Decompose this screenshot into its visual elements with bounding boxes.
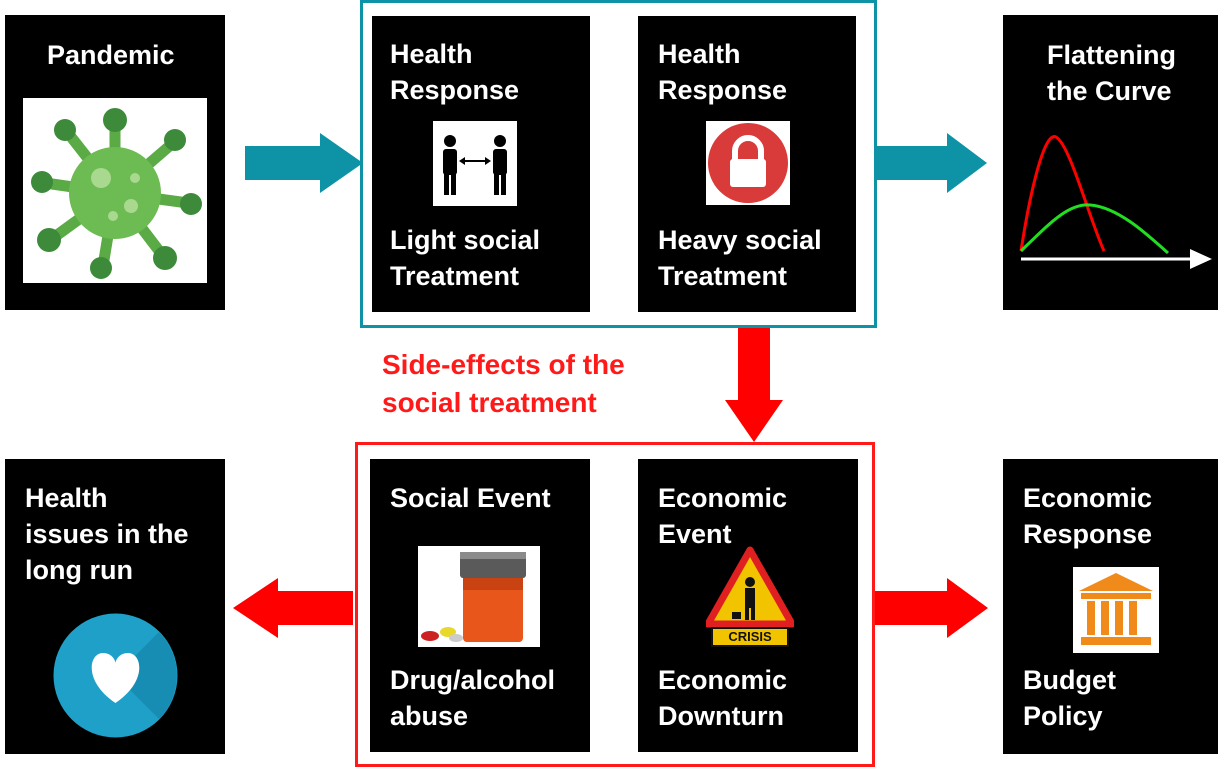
heavy-treatment-title: Health Response	[658, 39, 788, 105]
arrow-to-economic-response	[875, 578, 988, 638]
bank-icon	[1073, 567, 1159, 653]
heavy-treatment-box: Health Response Heavy social Treatment	[638, 16, 856, 312]
virus-icon	[23, 98, 207, 283]
heart-icon	[53, 613, 178, 738]
long-run-health-title: Health issues in the long run	[25, 483, 189, 585]
economic-response-box: Economic Response Budget Policy	[1003, 459, 1218, 754]
arrow-to-long-run-health	[233, 578, 353, 638]
pill-bottle-icon	[418, 546, 540, 647]
economic-response-caption: Budget Policy	[1023, 665, 1116, 731]
heavy-treatment-caption: Heavy social Treatment	[658, 225, 822, 291]
lock-icon	[706, 121, 790, 205]
social-distancing-icon	[433, 121, 517, 206]
flattening-curve-box: Flattening the Curve	[1003, 15, 1218, 310]
side-effects-label: Side-effects of the social treatment	[382, 349, 625, 418]
pandemic-title: Pandemic	[47, 40, 175, 70]
crisis-sign-text: CRISIS	[728, 629, 772, 644]
social-event-title: Social Event	[390, 483, 551, 513]
light-treatment-box: Health Response Light social Treatment	[372, 16, 590, 312]
social-event-caption: Drug/alcohol abuse	[390, 665, 556, 731]
long-run-health-box: Health issues in the long run	[5, 459, 225, 754]
pandemic-box: Pandemic	[5, 15, 225, 310]
light-treatment-caption: Light social Treatment	[390, 225, 541, 291]
economic-event-caption: Economic Downturn	[658, 665, 788, 731]
arrow-response-to-curve	[877, 133, 987, 193]
arrow-pandemic-to-response	[245, 133, 363, 193]
crisis-sign-icon: CRISIS	[706, 546, 794, 648]
economic-event-box: Economic Event CRISIS Economic Downturn	[638, 459, 858, 752]
curve-chart-icon	[1019, 135, 1212, 269]
economic-response-title: Economic Response	[1023, 483, 1153, 549]
light-treatment-title: Health Response	[390, 39, 520, 105]
social-event-box: Social Event Drug/alcohol abuse	[370, 459, 590, 752]
flattening-curve-title: Flattening the Curve	[1047, 40, 1176, 106]
arrow-response-to-side-effects	[725, 328, 783, 442]
side-effects-group-frame	[355, 442, 875, 767]
economic-event-title: Economic Event	[658, 483, 788, 549]
